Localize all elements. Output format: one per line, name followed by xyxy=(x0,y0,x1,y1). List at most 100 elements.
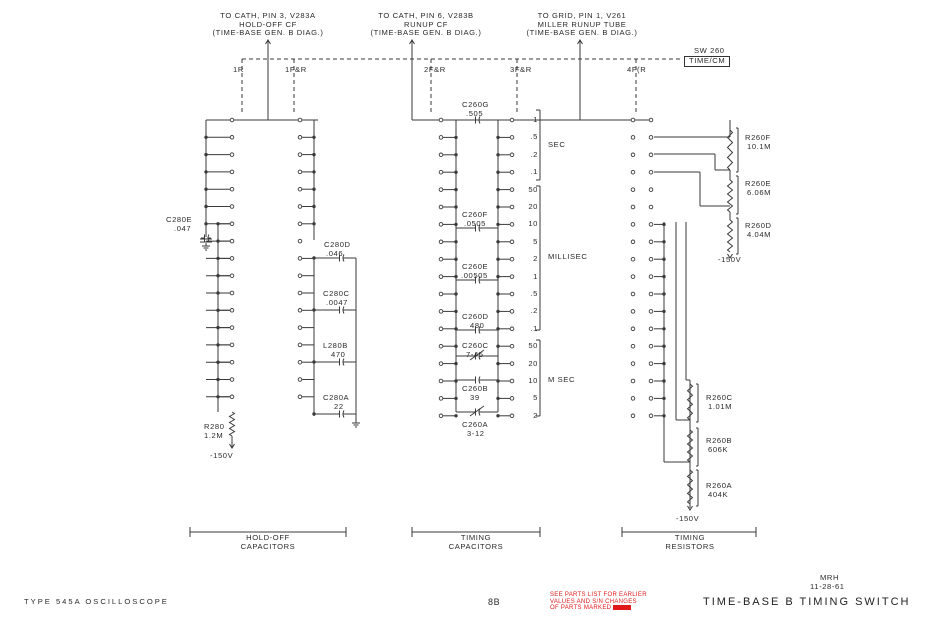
junction-dot xyxy=(662,240,666,244)
switch-contact xyxy=(648,309,654,314)
switch-contact xyxy=(438,378,444,384)
switch-contact xyxy=(297,273,303,278)
variable-cap-arrow xyxy=(469,405,485,417)
timing-cap-value: 7-45 xyxy=(466,350,484,359)
switch-contact xyxy=(648,396,654,401)
junction-dot xyxy=(216,343,220,347)
switch-contact xyxy=(438,413,444,419)
switch-contact xyxy=(648,135,654,140)
timing-step-label: 20 xyxy=(528,358,538,368)
junction-dot xyxy=(454,153,458,157)
section-label-holdoff: HOLD-OFF CAPACITORS xyxy=(240,533,296,551)
junction-dot xyxy=(204,152,208,157)
footer-note: SEE PARTS LIST FOR EARLIER VALUES AND S/… xyxy=(550,592,647,612)
junction-dot xyxy=(454,170,458,174)
switch-contact xyxy=(438,135,444,140)
junction-dot xyxy=(662,292,666,296)
switch-contact xyxy=(630,256,636,262)
footer-date: 11-28-61 xyxy=(810,582,845,591)
timing-cap-value: 39 xyxy=(470,393,480,402)
switch-contact xyxy=(509,413,515,419)
switch-contact xyxy=(509,117,515,123)
junction-dot xyxy=(662,274,666,279)
switch-contact xyxy=(438,343,444,349)
switch-contact xyxy=(648,413,654,419)
switch-contact xyxy=(630,343,636,349)
junction-dot xyxy=(216,360,220,364)
timing-capacitor xyxy=(478,326,481,334)
capacitor xyxy=(342,358,345,366)
timing-step-label: .2 xyxy=(530,149,538,159)
junction-dot xyxy=(662,309,666,314)
switch-contact xyxy=(438,361,444,366)
junction-dot xyxy=(204,222,208,226)
switch-contact xyxy=(229,135,235,140)
switch-contact xyxy=(229,152,235,157)
junction-dot xyxy=(662,257,666,261)
capacitor-c260g xyxy=(478,116,481,124)
switch-contact xyxy=(229,186,235,192)
junction-dot xyxy=(496,344,500,348)
junction-dot xyxy=(496,327,500,331)
switch-contact xyxy=(509,343,515,349)
switch-contact xyxy=(438,396,444,401)
switch-contact xyxy=(648,187,654,192)
switch-contact xyxy=(648,291,654,297)
switch-contact xyxy=(630,222,636,227)
junction-dot xyxy=(496,187,500,192)
junction-dot xyxy=(496,222,500,227)
switch-contact xyxy=(438,274,444,279)
switch-contact xyxy=(630,169,636,175)
switch-contact xyxy=(229,342,235,348)
timing-resistor-ref: R260F xyxy=(745,133,771,142)
timing-step-label: 50 xyxy=(528,341,538,351)
switch-contact xyxy=(229,238,235,244)
footer-page: 8B xyxy=(488,597,501,607)
arrow xyxy=(265,39,271,45)
timing-cap-ref: C260E xyxy=(462,262,489,271)
range-label-sec: SEC xyxy=(548,140,566,149)
junction-dot xyxy=(312,256,316,260)
timing-step-label: 2 xyxy=(533,410,538,420)
switch-contact xyxy=(509,274,515,279)
resistor-r260c xyxy=(686,383,694,421)
capacitor xyxy=(342,254,345,262)
switch-contact xyxy=(648,239,654,245)
switch-contact xyxy=(229,273,235,278)
switch-contact xyxy=(229,204,235,209)
switch-contact xyxy=(630,396,636,401)
timing-resistor-ref: R260C xyxy=(706,393,733,402)
switch-contact xyxy=(630,309,636,314)
switch-contact xyxy=(630,413,636,419)
timing-cap-value: .505 xyxy=(466,109,484,118)
switch-contact xyxy=(509,396,515,401)
switch-contact xyxy=(630,187,636,192)
switch-name: TIME/CM xyxy=(684,56,731,67)
junction-dot xyxy=(204,135,208,139)
timing-resistor-ref: R260A xyxy=(706,481,733,490)
holdoff-resistor-value: 1.2M xyxy=(204,431,224,440)
switch-contact xyxy=(509,135,515,140)
junction-dot xyxy=(496,135,500,140)
junction-dot xyxy=(454,257,458,261)
holdoff-cap-value: .046 xyxy=(326,249,344,258)
timing-resistor-value: 10.1M xyxy=(747,142,772,151)
timing-cap-value: 480 xyxy=(470,321,485,330)
switch-contact xyxy=(297,394,303,400)
switch-contact xyxy=(438,117,444,123)
junction-dot xyxy=(662,361,666,366)
timing-step-label: 1 xyxy=(533,115,538,124)
switch-contact xyxy=(229,359,235,365)
junction-dot xyxy=(662,379,666,383)
footer-title: TIME-BASE B TIMING SWITCH xyxy=(703,596,911,608)
switch-contact xyxy=(648,326,654,332)
junction-dot xyxy=(496,292,500,296)
switch-contact xyxy=(297,325,303,330)
timing-resistor-ref: R260B xyxy=(706,436,733,445)
range-label-usec: μ SEC xyxy=(548,375,576,384)
timing-step-label: .1 xyxy=(530,323,538,333)
junction-dot xyxy=(454,292,458,296)
switch-contact xyxy=(438,309,444,314)
arrow xyxy=(727,253,733,259)
holdoff-cap-value: 470 xyxy=(331,350,346,359)
